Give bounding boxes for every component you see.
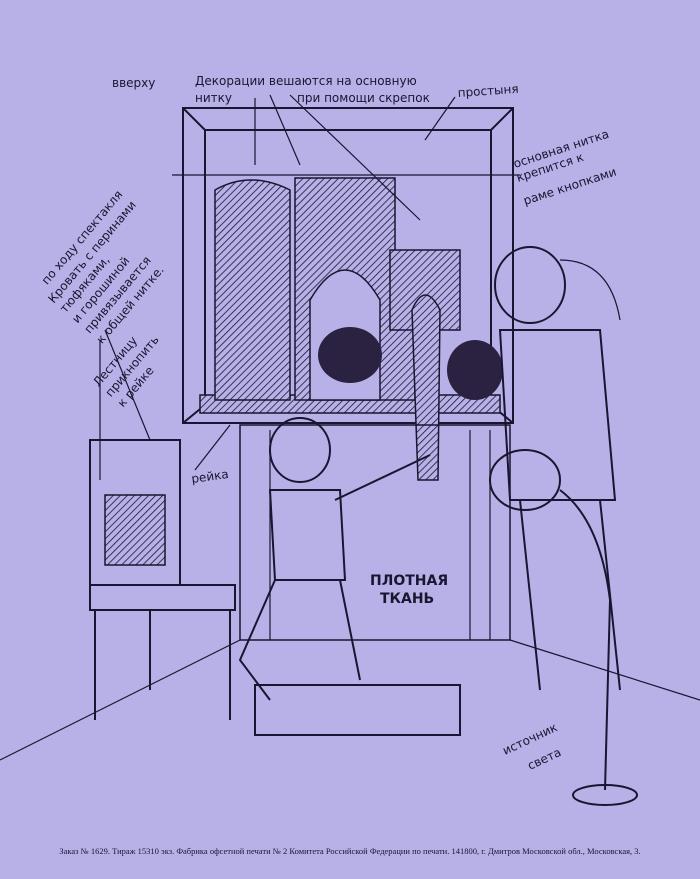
light-source-lamp — [489, 449, 638, 806]
standing-girl — [494, 246, 621, 691]
label-decorations-2b: при помощи скрепок — [297, 91, 430, 105]
label-fabric-2: ТКАНЬ — [380, 591, 434, 607]
label-sheet: простыня — [457, 82, 519, 100]
label-top: вверху — [112, 76, 155, 90]
chair — [89, 439, 236, 720]
label-light-2: света — [525, 745, 563, 773]
label-decorations-2a: нитку — [195, 91, 232, 105]
leader-lines — [99, 94, 456, 480]
label-fabric-1: ПЛОТНАЯ — [370, 573, 448, 589]
print-imprint-footer: Заказ № 1629. Тираж 15310 экз. Фабрика о… — [59, 846, 641, 856]
label-decorations-1: Декорации вешаются на основную — [195, 74, 417, 88]
kneeling-girl — [238, 417, 461, 736]
label-rail: рейка — [190, 467, 229, 486]
dense-fabric-curtain — [239, 424, 511, 641]
scenery-decorations — [214, 177, 503, 481]
